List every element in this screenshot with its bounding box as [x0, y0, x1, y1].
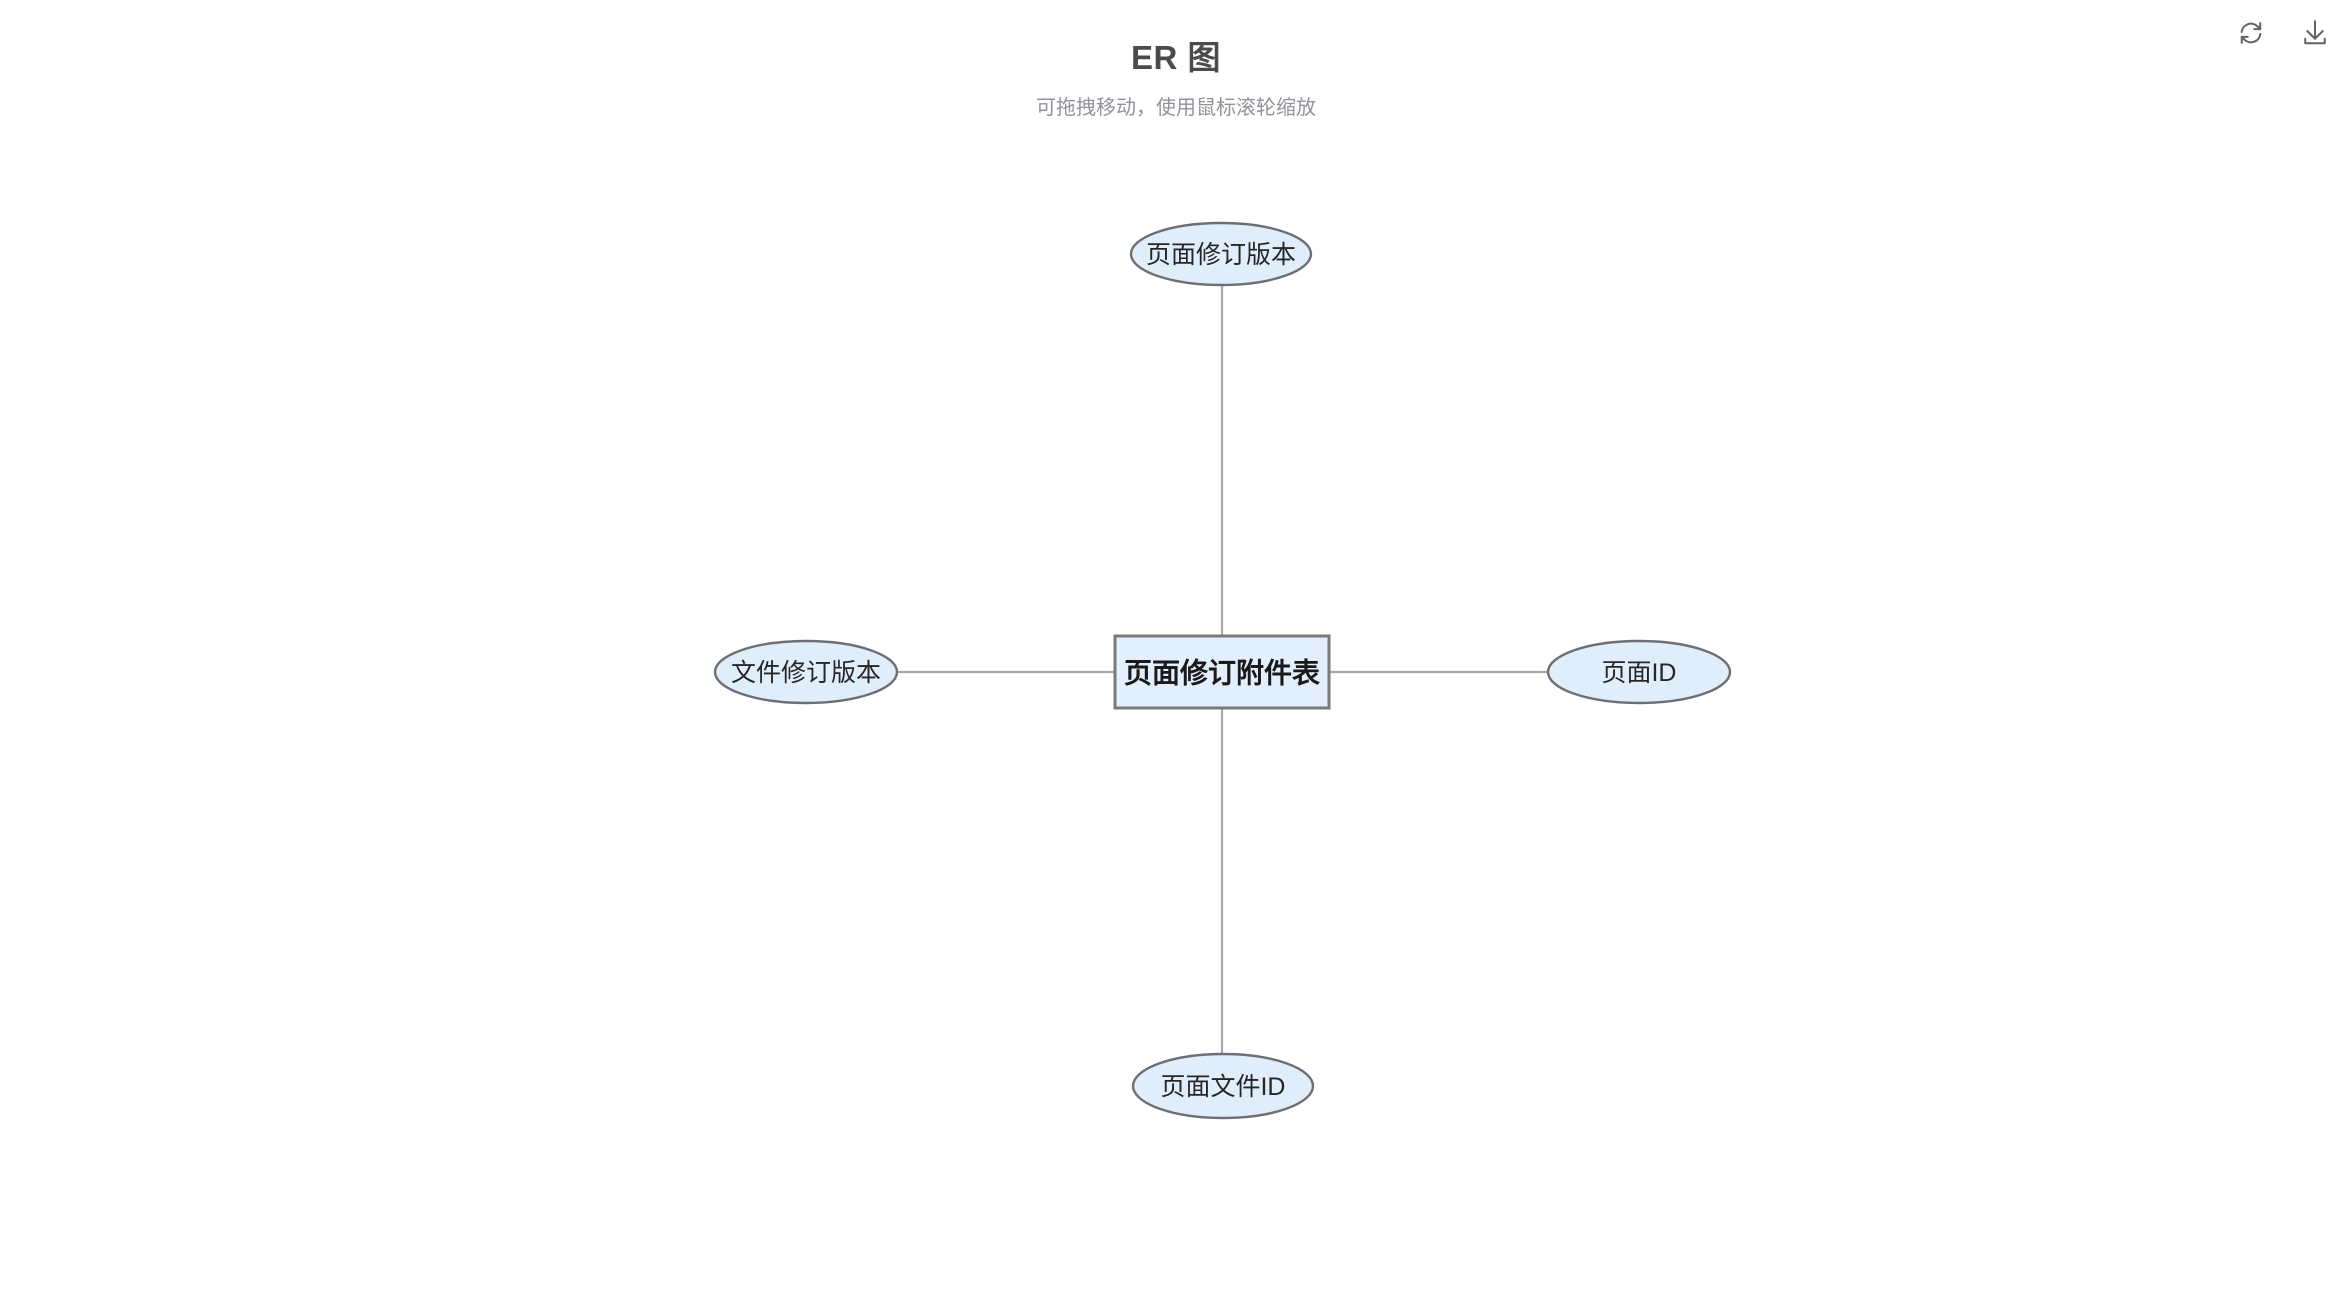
refresh-icon [2236, 18, 2266, 48]
attribute-node-right[interactable]: 页面ID [1546, 639, 1732, 705]
attribute-label-bottom: 页面文件ID [1160, 1073, 1285, 1101]
entity-label-main: 页面修订附件表 [1124, 658, 1320, 689]
attribute-label-right: 页面ID [1601, 659, 1676, 687]
attribute-label-top: 页面修订版本 [1146, 241, 1296, 269]
download-icon [2300, 18, 2330, 48]
attribute-node-left[interactable]: 文件修订版本 [713, 639, 899, 705]
edge-group [897, 285, 1548, 1054]
attribute-ellipse-right[interactable] [1546, 639, 1732, 705]
attribute-ellipse-bottom[interactable] [1131, 1052, 1315, 1120]
diagram-toolbar [2232, 14, 2334, 52]
download-button[interactable] [2296, 14, 2334, 52]
entity-node-main[interactable]: 页面修订附件表 [1113, 634, 1331, 710]
attribute-ellipse-top[interactable] [1129, 221, 1313, 287]
entity-rect-main[interactable] [1113, 634, 1331, 710]
attribute-ellipse-left[interactable] [713, 639, 899, 705]
attribute-label-left: 文件修订版本 [731, 659, 881, 687]
attribute-node-top[interactable]: 页面修订版本 [1129, 221, 1313, 287]
refresh-button[interactable] [2232, 14, 2270, 52]
attribute-node-bottom[interactable]: 页面文件ID [1131, 1052, 1315, 1120]
